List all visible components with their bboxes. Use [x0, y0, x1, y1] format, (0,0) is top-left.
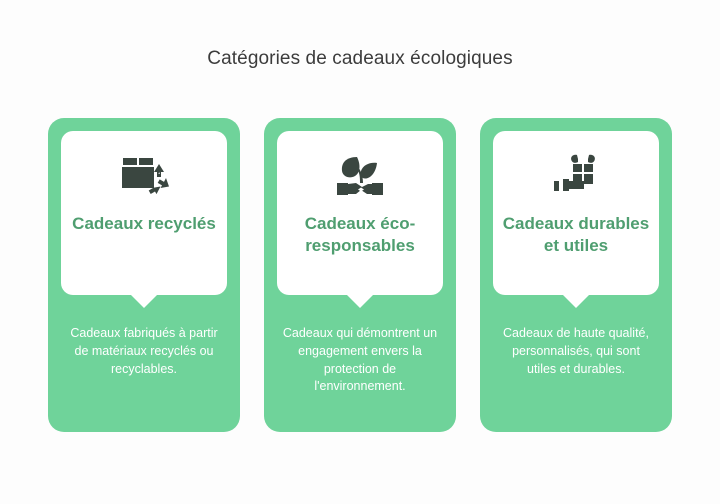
card-bubble-wrapper: Cadeaux éco-responsables: [277, 131, 443, 308]
card-heading: Cadeaux recyclés: [72, 214, 216, 233]
hand-holding-gift-icon: [550, 153, 602, 199]
category-cards-row: Cadeaux recyclés Cadeaux fabriqués à par…: [48, 118, 672, 432]
card-bubble: Cadeaux recyclés: [61, 131, 227, 295]
card-bubble-wrapper: Cadeaux durables et utiles: [493, 131, 659, 308]
card-bubble: Cadeaux éco-responsables: [277, 131, 443, 295]
card-heading: Cadeaux éco-responsables: [304, 214, 416, 255]
card-description: Cadeaux qui démontrent un engagement env…: [282, 326, 438, 394]
sprout-handshake-icon: [335, 153, 385, 199]
page-title: Catégories de cadeaux écologiques: [207, 48, 513, 69]
bubble-tail: [346, 294, 374, 308]
recycled-box-icon: [118, 153, 170, 199]
bubble-tail: [130, 294, 158, 308]
card-bubble-wrapper: Cadeaux recyclés: [61, 131, 227, 308]
category-card-durable-useful[interactable]: Cadeaux durables et utiles Cadeaux de ha…: [480, 118, 672, 432]
category-card-eco-responsible[interactable]: Cadeaux éco-responsables Cadeaux qui dém…: [264, 118, 456, 432]
card-heading: Cadeaux durables et utiles: [502, 214, 650, 255]
bubble-tail: [562, 294, 590, 308]
card-description: Cadeaux de haute qualité, personnalisés,…: [503, 326, 649, 376]
card-bubble: Cadeaux durables et utiles: [493, 131, 659, 295]
card-description: Cadeaux fabriqués à partir de matériaux …: [70, 326, 218, 376]
category-card-recycled[interactable]: Cadeaux recyclés Cadeaux fabriqués à par…: [48, 118, 240, 432]
